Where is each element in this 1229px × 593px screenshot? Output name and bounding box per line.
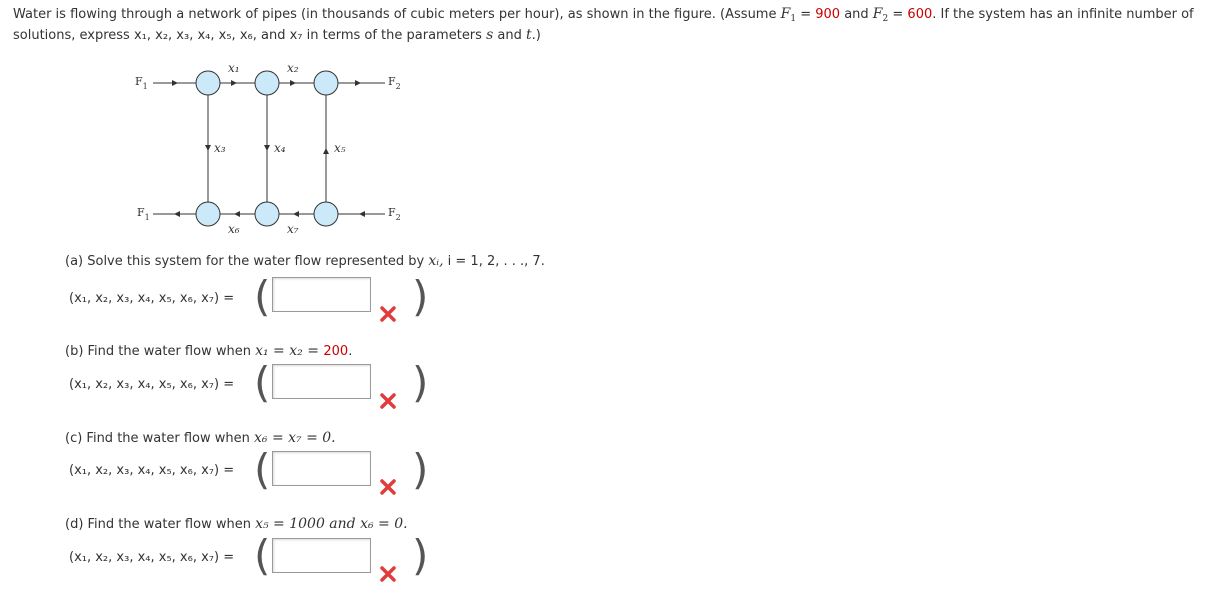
param-s: s — [486, 27, 494, 43]
arrow-x4 — [264, 145, 270, 151]
label-x2: x₂ — [287, 61, 299, 75]
part-c-open-paren: ( — [254, 445, 271, 494]
part-d-question: (d) Find the water flow when x₅ = 1000 a… — [65, 516, 408, 532]
part-b-value: 200 — [323, 344, 349, 359]
f2-value: 600 — [907, 7, 933, 22]
label-f2-top: F2 — [388, 75, 401, 91]
part-b-answer-input[interactable] — [273, 365, 370, 398]
node-top-1 — [195, 70, 221, 96]
arrow-x5 — [323, 148, 329, 154]
node-bottom-2 — [254, 201, 280, 227]
part-c-tuple-label: (x₁, x₂, x₃, x₄, x₅, x₆, x₇) = — [69, 463, 235, 478]
f1-value: 900 — [815, 7, 841, 22]
part-a-answer-box[interactable] — [272, 277, 371, 312]
part-b-open-paren: ( — [254, 358, 271, 407]
part-c-answer-box[interactable] — [272, 451, 371, 486]
part-c-close-paren: ) — [412, 445, 429, 494]
label-x4: x₄ — [274, 141, 286, 155]
label-x3: x₃ — [214, 141, 226, 155]
arrow-f2-in — [359, 211, 365, 217]
f2-symbol: F2 — [872, 6, 889, 24]
part-d-answer-box[interactable] — [272, 538, 371, 573]
intro-line-1: Water is flowing through a network of pi… — [13, 6, 1194, 24]
f1-symbol: F1 — [780, 6, 797, 24]
arrow-f1-in — [172, 80, 178, 86]
param-t: t — [525, 27, 532, 43]
arrow-f1-out — [174, 211, 180, 217]
arrow-x1 — [231, 80, 237, 86]
node-top-2 — [254, 70, 280, 96]
part-a-close-paren: ) — [412, 272, 429, 321]
arrow-x3 — [205, 145, 211, 151]
arrow-f2-out — [355, 80, 361, 86]
arrow-x7 — [293, 211, 299, 217]
problem-intro: Water is flowing through a network of pi… — [13, 4, 1229, 46]
incorrect-x-icon — [380, 479, 396, 495]
arrow-x6 — [234, 211, 240, 217]
part-d-answer-input[interactable] — [273, 539, 370, 572]
label-x7: x₇ — [287, 222, 299, 236]
pipe-network-diagram: x₁ x₂ x₃ x₄ x₅ x₆ x₇ F1 F2 F1 F2 — [135, 61, 401, 236]
node-bottom-1 — [195, 201, 221, 227]
label-f1-bottom: F1 — [137, 206, 150, 222]
arrow-x2 — [290, 80, 296, 86]
label-x5: x₅ — [334, 141, 346, 155]
part-d-open-paren: ( — [254, 531, 271, 580]
part-c-answer-input[interactable] — [273, 452, 370, 485]
intro-line-2: solutions, express x₁, x₂, x₃, x₄, x₅, x… — [13, 27, 541, 43]
incorrect-x-icon — [380, 566, 396, 582]
incorrect-x-icon — [380, 306, 396, 322]
variable-list: x₁, x₂, x₃, x₄, x₅, x₆, — [133, 28, 257, 43]
intro-text: Water is flowing through a network of pi… — [13, 7, 781, 22]
part-a-question: (a) Solve this system for the water flow… — [65, 253, 545, 269]
part-d-tuple-label: (x₁, x₂, x₃, x₄, x₅, x₆, x₇) = — [69, 550, 235, 565]
part-b-answer-box[interactable] — [272, 364, 371, 399]
node-top-3 — [313, 70, 339, 96]
part-b-close-paren: ) — [412, 358, 429, 407]
label-x1: x₁ — [228, 61, 240, 75]
incorrect-x-icon — [380, 393, 396, 409]
part-a-open-paren: ( — [254, 272, 271, 321]
part-b-tuple-label: (x₁, x₂, x₃, x₄, x₅, x₆, x₇) = — [69, 377, 235, 392]
part-b-question: (b) Find the water flow when x₁ = x₂ = 2… — [65, 343, 353, 359]
part-a-tuple-label: (x₁, x₂, x₃, x₄, x₅, x₆, x₇) = — [69, 291, 235, 306]
node-bottom-3 — [313, 201, 339, 227]
part-d-close-paren: ) — [412, 531, 429, 580]
label-f2-bottom: F2 — [388, 206, 401, 222]
part-c-question: (c) Find the water flow when x₆ = x₇ = 0… — [65, 430, 336, 446]
label-x6: x₆ — [228, 222, 240, 236]
part-a-answer-input[interactable] — [273, 278, 370, 311]
label-f1-top: F1 — [135, 75, 148, 91]
